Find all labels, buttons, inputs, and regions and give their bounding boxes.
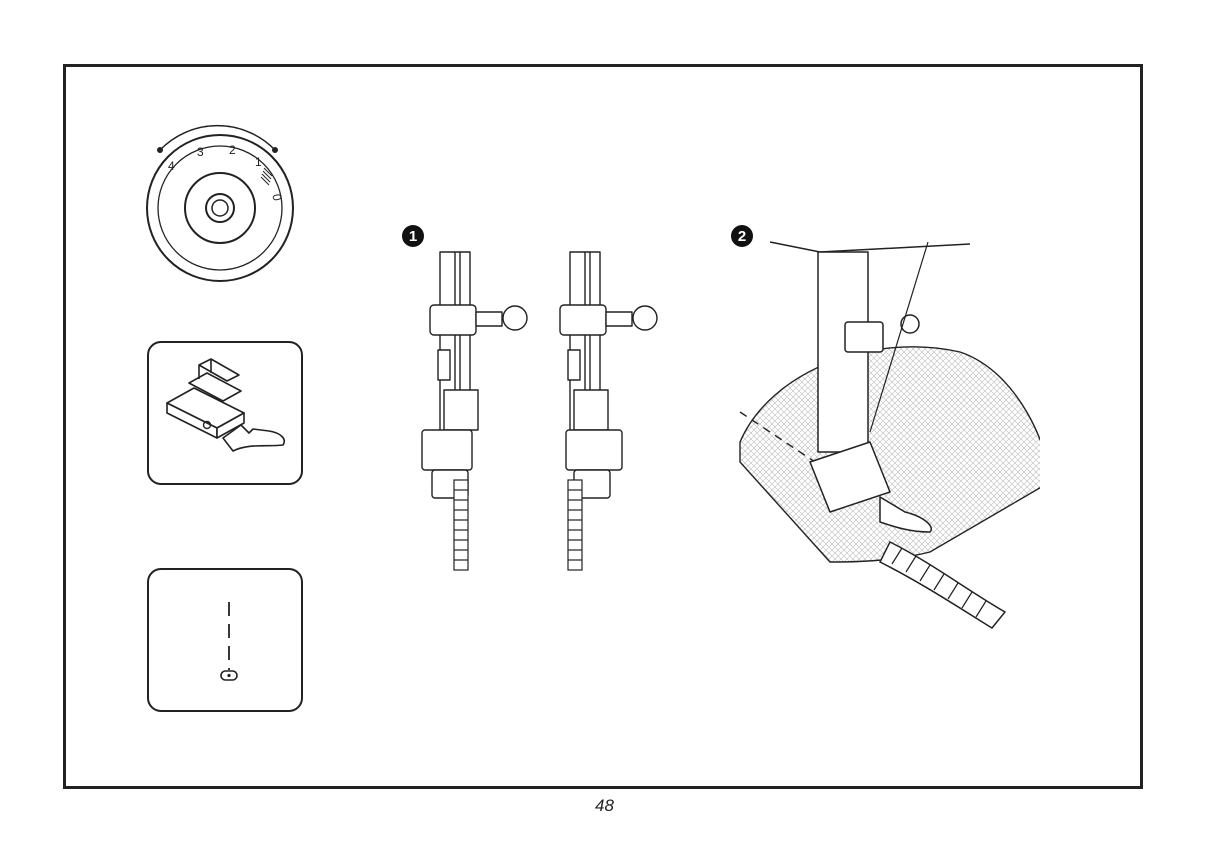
page-number: 48 bbox=[0, 796, 1209, 816]
dial-mark-4: 4 bbox=[168, 159, 175, 173]
stitch-pattern-panel bbox=[147, 568, 303, 712]
dial-mark-3: 3 bbox=[197, 145, 204, 159]
step-2-illustration bbox=[730, 232, 1040, 637]
zipper-foot-icon bbox=[149, 343, 301, 483]
tension-dial-icon: 4 3 2 1 0 bbox=[140, 110, 310, 290]
step-1-illustration-right bbox=[540, 250, 670, 585]
straight-stitch-icon bbox=[149, 570, 301, 710]
dial-mark-1: 1 bbox=[255, 155, 262, 169]
step-1-badge: 1 bbox=[402, 225, 424, 247]
dial-mark-2: 2 bbox=[229, 143, 236, 157]
step-1-illustration-left bbox=[410, 250, 540, 585]
presser-foot-panel bbox=[147, 341, 303, 485]
